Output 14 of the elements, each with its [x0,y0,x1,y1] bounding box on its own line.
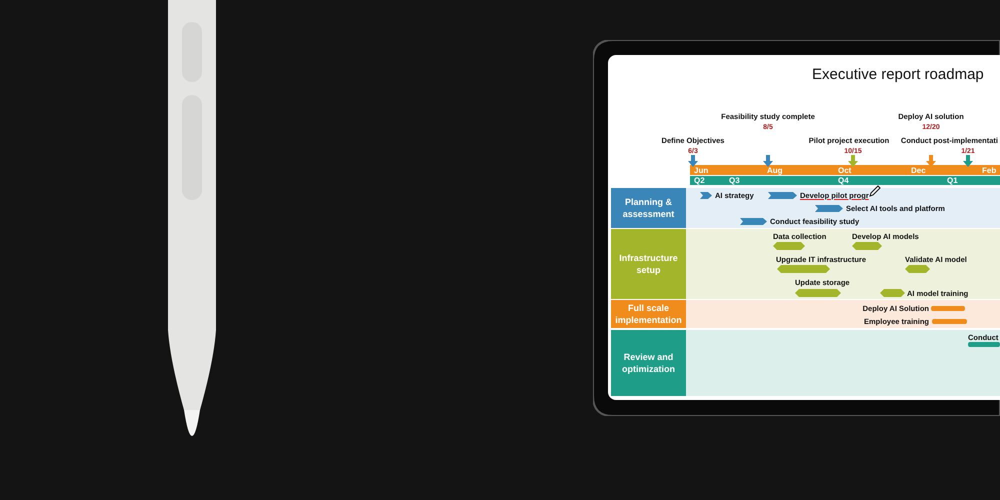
month-label: Oct [838,166,852,175]
month-label: Dec [911,166,926,175]
quarter-label: Q4 [838,176,849,185]
quarter-label: Q1 [947,176,958,185]
month-label: Aug [767,166,783,175]
month-label: Jun [694,166,708,175]
lane-header: Infrastructure setup [611,229,686,299]
month-label: Feb [982,166,996,175]
quarter-label: Q3 [729,176,740,185]
lane-header: Full scale implementation [611,300,686,328]
quarter-label: Q2 [694,176,705,185]
title-text: Executive report roadmap [812,66,984,83]
lane-header: Planning & assessment [611,188,686,228]
lane-header: Review and optimization [611,330,686,396]
